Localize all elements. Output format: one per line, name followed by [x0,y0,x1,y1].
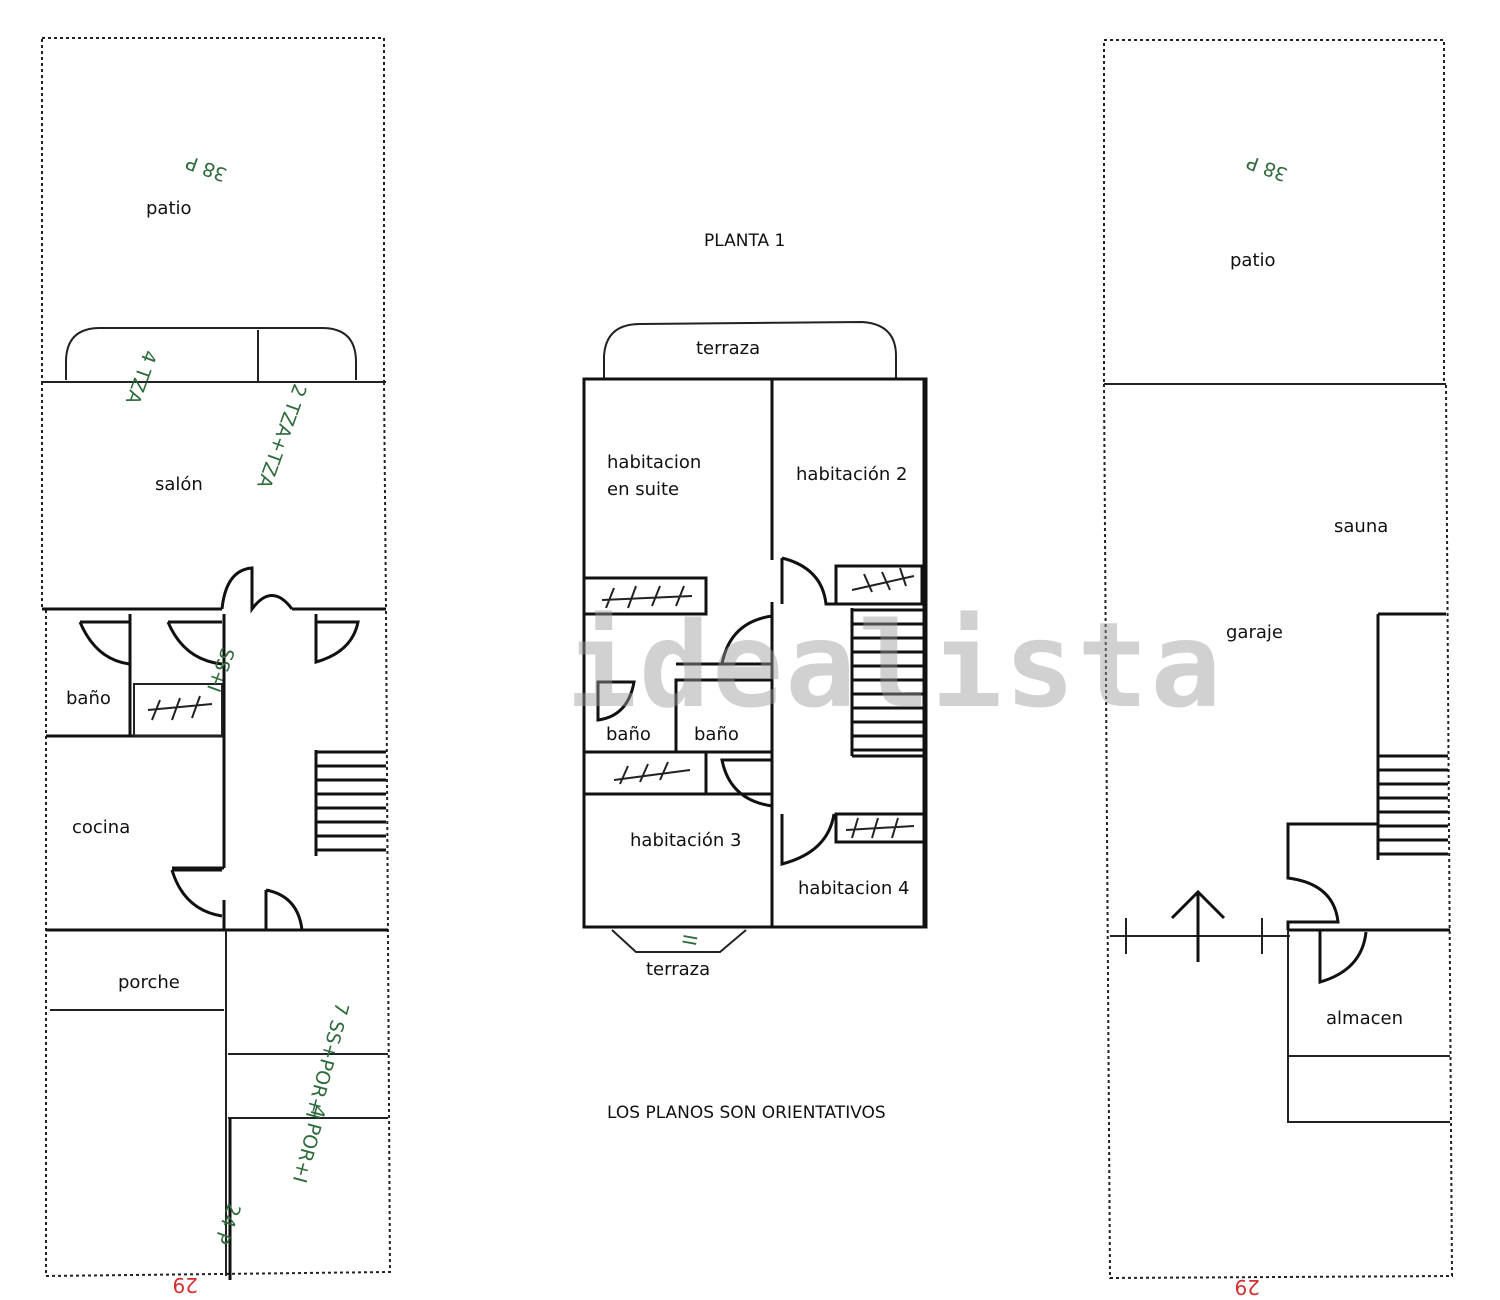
room-suite-line2: en suite [607,479,679,500]
cadastral-p24: 24 P [210,1200,245,1247]
cocina-door [170,868,223,918]
room-sauna: sauna [1334,516,1388,537]
plan-middle: PLANTA 1 [582,231,928,1123]
hall-door-upper [720,614,774,666]
kitchen-top-door [314,614,360,664]
watermark: idealista [566,596,1223,734]
garage-entrance-arrow [1170,889,1226,962]
garage-inner-door [1286,822,1378,930]
room-bano-mid-left: baño [606,724,651,745]
hab3-closet-rail [613,761,691,785]
room-patio-left: patio [146,198,192,219]
room-garaje: garaje [1226,622,1283,643]
cadastral-tza-left: 4 TZA [121,347,161,407]
almacen-walls [1287,930,1450,1123]
staircase-right [1376,752,1448,860]
closet-left [133,683,223,737]
terraza-bottom-shape [611,929,747,953]
hab3-closet [584,750,772,796]
room-terraza-bottom: terraza [646,959,710,980]
plan-left: patio salón baño cocina porche 38 P 4 TZ… [41,37,392,1297]
disclaimer: LOS PLANOS SON ORIENTATIVOS [607,1103,886,1123]
cadastral-patio-code-right: 38 P [1244,150,1291,185]
room-cocina: cocina [72,817,130,838]
room-salon: salón [155,474,203,495]
parcel-number-left: 29 [173,1273,198,1297]
staircase-left [314,750,386,856]
bano-door [78,620,131,666]
upper-floor-outline [582,377,928,929]
cadastral-ss: SS+I [202,644,238,694]
salon-door [220,566,294,614]
room-hab3: habitación 3 [630,830,741,851]
hab2-closet-rail [851,567,915,593]
garage-gate-line [1110,918,1290,954]
room-almacen: almacen [1326,1008,1403,1029]
entrance-door [264,888,304,931]
hall-door [166,620,223,666]
parcel-boundary-right [1103,383,1454,1280]
bano-door-left [596,680,636,722]
terraza-top-shape [603,320,897,378]
room-suite-line1: habitacion [607,452,701,473]
room-hab2: habitación 2 [796,464,907,485]
closet-rail-left [147,695,213,721]
hab4-closet [834,812,926,844]
almacen-door [1288,928,1450,984]
room-porche: porche [118,972,180,993]
floor-heading: PLANTA 1 [704,231,785,251]
parcel-number-right: 29 [1235,1275,1260,1299]
cadastral-tza-right: 2 TZA+TZA [252,381,310,491]
room-patio-right: patio [1230,250,1276,271]
porch-lines [50,930,388,1276]
cadastral-terraza-mark: II [677,932,701,947]
cadastral-patio-code-left: 38 P [183,151,230,186]
suite-closet [584,576,708,616]
hab4-door [780,813,836,866]
terrace-bay-left [65,327,357,382]
hab4-closet-rail [845,817,915,839]
room-bano-mid-right: baño [694,724,739,745]
sauna-walls [1376,612,1446,754]
patio-boundary [41,37,385,383]
hab2-door [780,556,836,606]
plan-right: patio sauna garaje almacen 38 P 29 [1103,39,1454,1299]
hab3-door [720,758,773,808]
cadastral-por: 4 POR+I [288,1103,330,1185]
room-hab4: habitacion 4 [798,878,909,899]
room-terraza-top: terraza [696,338,760,359]
room-bano-left: baño [66,688,111,709]
hab2-closet [834,564,924,606]
suite-closet-rail [601,585,693,609]
staircase-middle [850,608,924,758]
parcel-boundary [41,381,392,1278]
patio-boundary-right [1103,39,1445,385]
